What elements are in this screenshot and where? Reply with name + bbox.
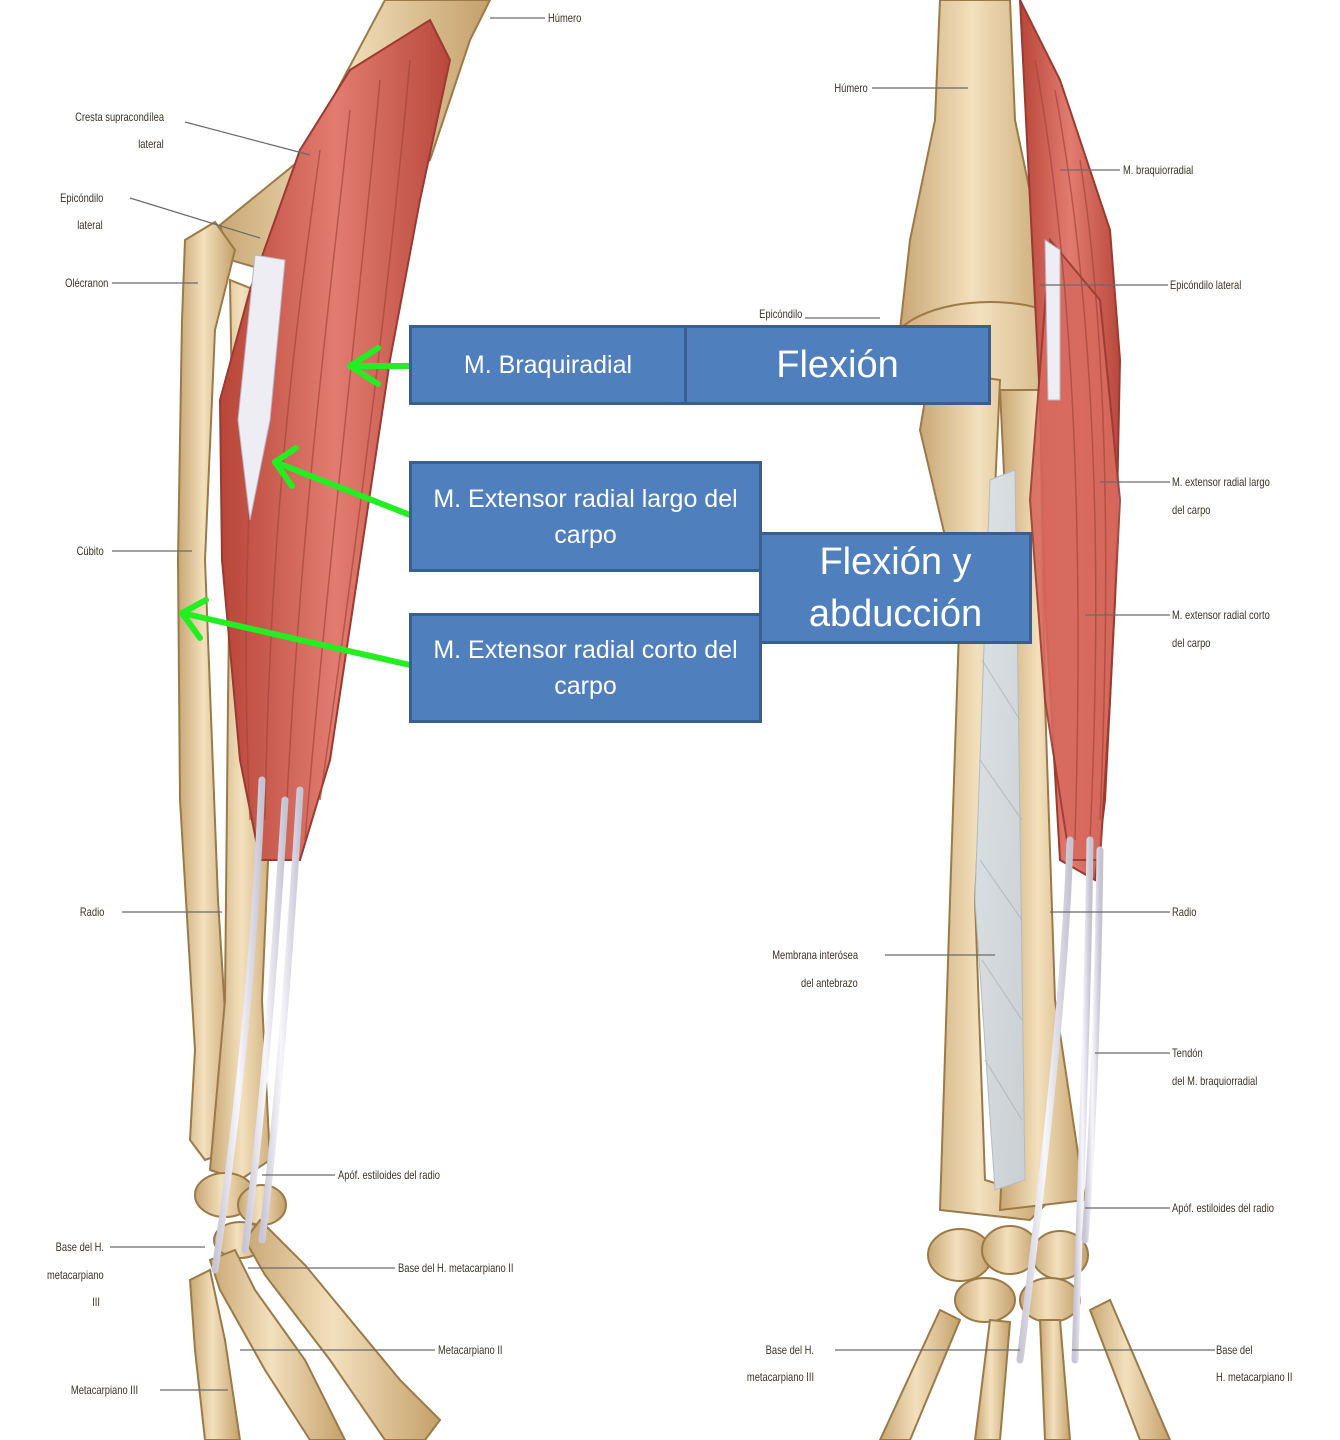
label-left-epicondilo-2: lateral: [78, 218, 103, 232]
right-forearm-figure: [880, 0, 1170, 1440]
label-left-apof: Apóf. estiloides del radio: [338, 1168, 440, 1182]
left-hand-bones: [190, 1173, 440, 1440]
label-right-apof: Apóf. estiloides del radio: [1172, 1201, 1274, 1215]
callout-flexion-abduccion: Flexión y abducción: [759, 532, 1032, 644]
label-right-extensor-largo-1: M. extensor radial largo: [1172, 475, 1270, 489]
label-left-humero: Húmero: [548, 11, 581, 25]
label-left-radio: Radio: [80, 905, 104, 919]
callout-flexion: Flexión: [684, 325, 991, 405]
label-right-base-iii-1: Base del H.: [766, 1343, 814, 1357]
label-right-braquiorradial: M. braquiorradial: [1123, 163, 1193, 177]
callout-extensor-largo: M. Extensor radial largo del carpo: [409, 461, 762, 572]
label-right-membrana-1: Membrana interósea: [772, 948, 858, 962]
label-right-base-ii-2: H. metacarpiano II: [1216, 1370, 1292, 1384]
label-right-base-ii-1: Base del: [1216, 1343, 1252, 1357]
label-right-tendon-1: Tendón: [1172, 1046, 1203, 1060]
label-left-base-iii-2: metacarpiano: [47, 1268, 104, 1282]
label-left-cresta-2: lateral: [139, 137, 164, 151]
right-tendon-sheet: [1045, 240, 1060, 400]
label-right-base-iii-2: metacarpiano III: [747, 1370, 814, 1384]
label-left-cubito: Cúbito: [77, 544, 104, 558]
label-left-metacarpiano-ii: Metacarpiano II: [438, 1343, 503, 1357]
label-right-epicondilo-lateral: Epicóndilo lateral: [1170, 278, 1241, 292]
label-right-membrana-2: del antebrazo: [801, 976, 858, 990]
label-right-extensor-corto-1: M. extensor radial corto: [1172, 608, 1270, 622]
label-left-olecranon: Olécranon: [65, 276, 108, 290]
label-left-epicondilo-1: Epicóndilo: [60, 191, 103, 205]
label-left-metacarpiano-iii: Metacarpiano III: [71, 1383, 138, 1397]
label-right-extensor-largo-2: del carpo: [1172, 503, 1211, 517]
callout-braquiradial: M. Braquiradial: [409, 325, 687, 405]
label-left-base-iii-3: III: [92, 1295, 100, 1309]
label-right-extensor-corto-2: del carpo: [1172, 636, 1211, 650]
label-right-tendon-2: del M. braquiorradial: [1172, 1074, 1257, 1088]
label-left-cresta-1: Cresta supracondílea: [75, 110, 164, 124]
label-right-epicondilo: Epicóndilo: [759, 307, 802, 321]
label-left-base-iii-1: Base del H.: [56, 1240, 104, 1254]
callout-extensor-corto: M. Extensor radial corto del carpo: [409, 613, 762, 723]
label-right-humero: Húmero: [835, 81, 868, 95]
label-left-base-ii: Base del H. metacarpiano II: [398, 1261, 514, 1275]
label-right-radio: Radio: [1172, 905, 1196, 919]
